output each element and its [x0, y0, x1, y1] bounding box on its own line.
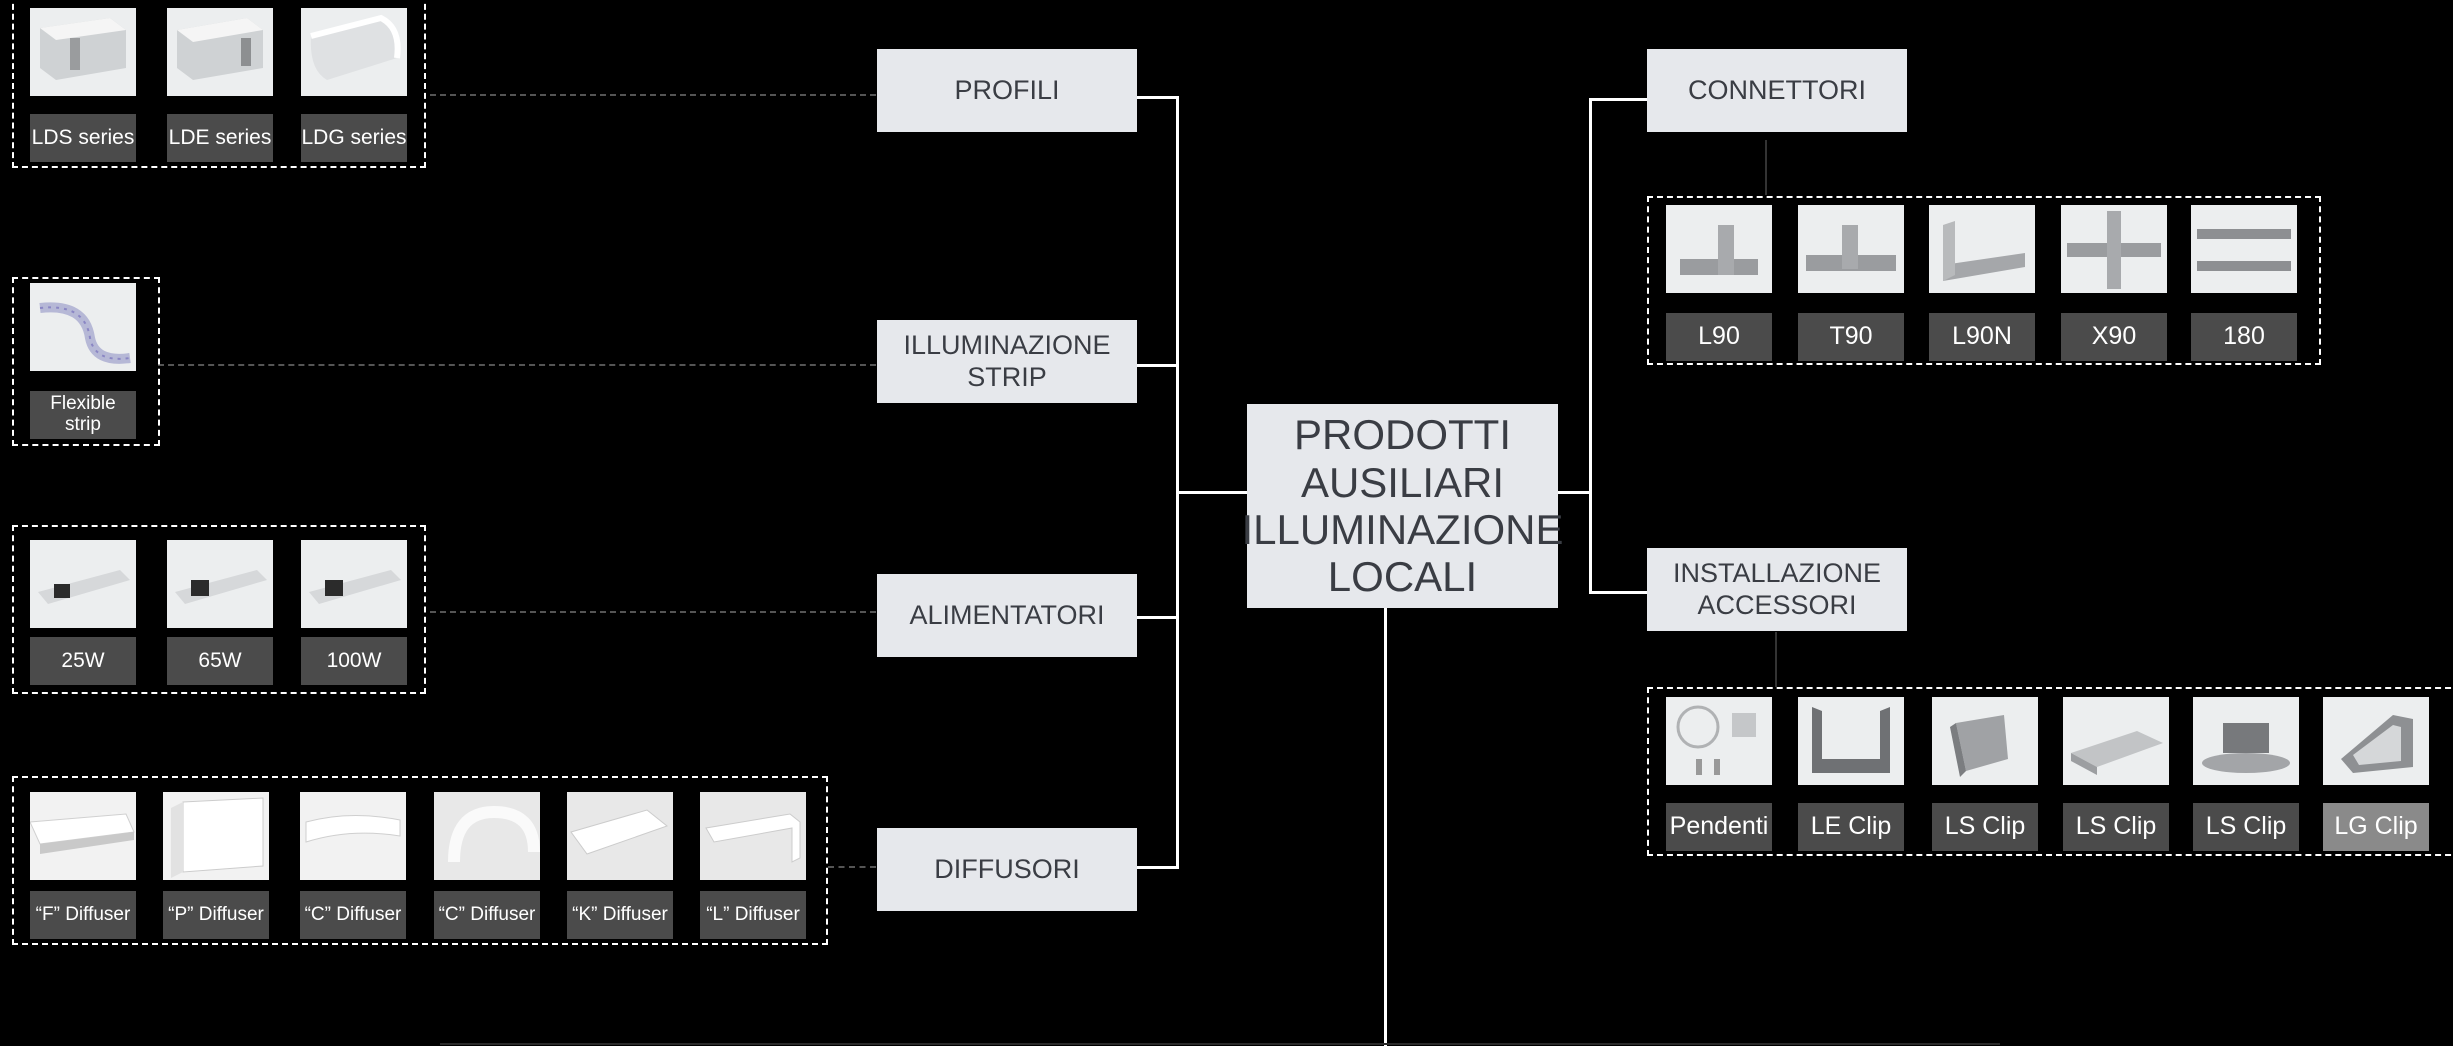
connector-label: X90 — [2061, 313, 2167, 361]
center-line-1: PRODOTTI — [1294, 411, 1511, 459]
group-diffusori — [12, 776, 828, 945]
connector-diffusori — [1137, 866, 1178, 869]
diffuser-f-image — [30, 792, 136, 880]
connector-label: 180 — [2191, 313, 2297, 361]
accessory-ls-clip-image — [1932, 697, 2038, 785]
group-connettori — [1647, 196, 2321, 365]
link-diffusori — [828, 866, 876, 868]
connector-profili — [1137, 96, 1178, 99]
accessory-label: LS Clip — [2193, 803, 2299, 851]
accessory-lg-clip-image — [2323, 697, 2429, 785]
diffuser-label: “L” Diffuser — [700, 891, 806, 939]
diffuser-label: “C” Diffuser — [434, 891, 540, 939]
connector-180-image — [2191, 205, 2297, 293]
node-installazione-line-2: ACCESSORI — [1697, 589, 1857, 620]
center-line-2: AUSILIARI — [1300, 458, 1505, 506]
connector-connettori — [1589, 98, 1648, 101]
diffuser-label: “K” Diffuser — [567, 891, 673, 939]
connettori-tick — [1765, 140, 1767, 195]
center-node: PRODOTTI AUSILIARI ILLUMINAZIONE LOCALI — [1241, 404, 1564, 608]
connector-label: L90 — [1666, 313, 1772, 361]
group-strip — [12, 277, 160, 446]
node-strip-line-1: ILLUMINAZIONE — [903, 329, 1111, 360]
driver-label: 25W — [30, 637, 136, 685]
group-alimentatori — [12, 525, 426, 694]
center-to-right-line — [1558, 491, 1591, 494]
node-alimentatori-label: ALIMENTATORI — [909, 599, 1105, 630]
driver-25w-image — [30, 540, 136, 628]
connector-label: L90N — [1929, 313, 2035, 361]
profile-ldg-image — [301, 8, 407, 96]
node-profili: PROFILI — [877, 49, 1137, 132]
bottom-trunk-line — [1384, 608, 1387, 1046]
node-connettori: CONNETTORI — [1647, 49, 1907, 132]
installazione-tick — [1775, 632, 1777, 687]
profile-label: LDE series — [167, 114, 273, 162]
center-line-4: LOCALI — [1327, 553, 1478, 601]
node-diffusori: DIFFUSORI — [877, 828, 1137, 911]
diffuser-c-image — [300, 792, 406, 880]
connector-strip — [1137, 364, 1178, 367]
diffuser-l-image — [700, 792, 806, 880]
flexible-strip-line-2: strip — [65, 414, 101, 435]
driver-65w-image — [167, 540, 273, 628]
diffuser-label: “C” Diffuser — [300, 891, 406, 939]
diffuser-c-round-image — [434, 792, 540, 880]
node-strip: ILLUMINAZIONE STRIP — [877, 320, 1137, 403]
accessory-label: Pendenti — [1666, 803, 1772, 851]
connector-l90-image — [1666, 205, 1772, 293]
accessory-label: LS Clip — [1932, 803, 2038, 851]
node-installazione: INSTALLAZIONE ACCESSORI — [1647, 548, 1907, 631]
accessory-le-clip-image — [1798, 697, 1904, 785]
diffuser-label: “P” Diffuser — [163, 891, 269, 939]
driver-label: 65W — [167, 637, 273, 685]
profile-label: LDS series — [30, 114, 136, 162]
node-connettori-label: CONNETTORI — [1687, 74, 1866, 105]
node-diffusori-label: DIFFUSORI — [934, 853, 1080, 884]
bottom-edge-line — [440, 1043, 2000, 1045]
connector-t90-image — [1798, 205, 1904, 293]
accessory-label: LS Clip — [2063, 803, 2169, 851]
flexible-strip-label: Flexible strip — [30, 391, 136, 439]
driver-100w-image — [301, 540, 407, 628]
link-alimentatori — [430, 611, 876, 613]
accessory-ls-clip-image — [2193, 697, 2299, 785]
profile-lde-image — [167, 8, 273, 96]
connector-l90n-image — [1929, 205, 2035, 293]
accessory-pendenti-image — [1666, 697, 1772, 785]
profile-lds-image — [30, 8, 136, 96]
profile-label: LDG series — [301, 114, 407, 162]
center-line-3: ILLUMINAZIONE — [1241, 506, 1564, 553]
connector-x90-image — [2061, 205, 2167, 293]
connector-alimentatori — [1137, 616, 1178, 619]
node-strip-line-2: STRIP — [967, 361, 1047, 392]
accessory-label: LG Clip — [2323, 803, 2429, 851]
left-to-center-line — [1176, 491, 1247, 494]
diffuser-p-image — [163, 792, 269, 880]
group-profili — [12, 0, 426, 168]
connector-label: T90 — [1798, 313, 1904, 361]
link-strip — [158, 364, 876, 366]
accessory-label: LE Clip — [1798, 803, 1904, 851]
flexible-strip-image — [30, 283, 136, 371]
flexible-strip-line-1: Flexible — [50, 393, 116, 415]
diffuser-k-image — [567, 792, 673, 880]
diffuser-label: “F” Diffuser — [30, 891, 136, 939]
left-trunk-line — [1176, 96, 1179, 869]
node-profili-label: PROFILI — [954, 74, 1060, 105]
node-alimentatori: ALIMENTATORI — [877, 574, 1137, 657]
group-accessori — [1647, 687, 2453, 856]
connector-installazione — [1589, 591, 1648, 594]
link-profili — [430, 94, 876, 96]
right-trunk-line — [1589, 98, 1592, 594]
node-installazione-line-1: INSTALLAZIONE — [1672, 557, 1882, 588]
driver-label: 100W — [301, 637, 407, 685]
accessory-ls-clip-image — [2063, 697, 2169, 785]
